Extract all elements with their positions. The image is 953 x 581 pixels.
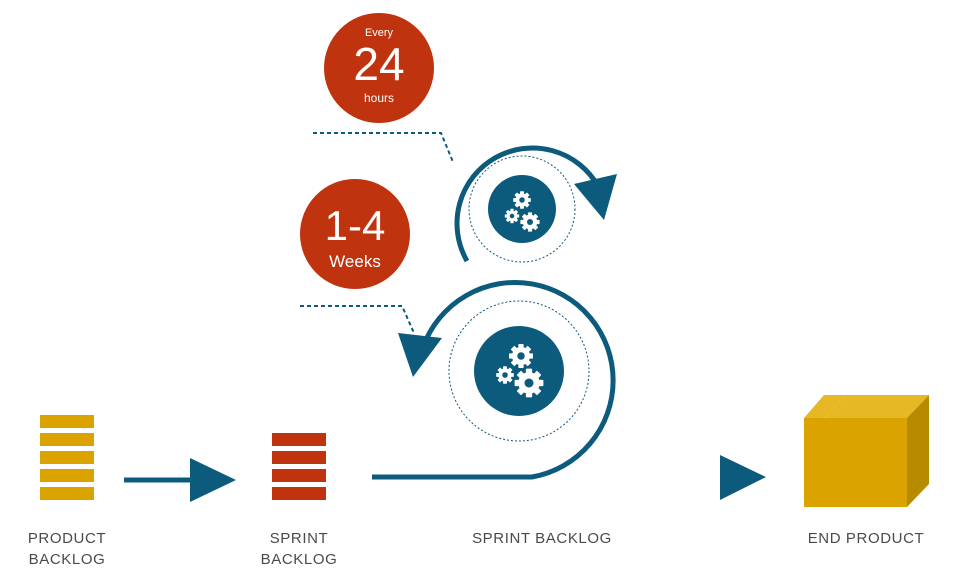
daily-loop-arrowhead — [574, 174, 617, 220]
product-backlog-label: PRODUCT BACKLOG — [12, 528, 122, 570]
product-backlog-stack — [40, 415, 94, 500]
sprint-loop-arrowhead — [398, 333, 442, 377]
daily-cycle-ring — [468, 155, 576, 263]
sprint-backlog-stack — [272, 433, 326, 500]
sprint-backlog-stack-label-line2: BACKLOG — [260, 551, 338, 568]
daily-loop — [454, 145, 601, 263]
daily-badge-suffix: hours — [363, 91, 395, 105]
gears-icon — [488, 175, 556, 243]
product-backlog-label-line2: BACKLOG — [28, 551, 106, 568]
box-icon — [804, 395, 929, 507]
sprint-badge — [300, 179, 410, 289]
end-product-label: END PRODUCT — [807, 530, 925, 547]
product-backlog-label-line1: PRODUCT — [27, 530, 107, 547]
sprint-backlog-stack-label-line1: SPRINT — [269, 530, 329, 547]
sprint-loop — [372, 280, 616, 480]
sprint-badge-value: 1-4 — [324, 202, 386, 249]
gears-icon — [474, 326, 564, 416]
daily-badge-value: 24 — [353, 38, 405, 90]
daily-connector — [313, 132, 454, 163]
daily-badge — [324, 13, 434, 123]
sprint-backlog-flow-label: SPRINT BACKLOG — [472, 530, 612, 547]
sprint-badge-suffix: Weeks — [329, 252, 381, 271]
arrow-product-to-sprint — [124, 458, 236, 502]
daily-badge-prefix: Every — [364, 27, 394, 39]
sprint-backlog-stack-label: SPRINT BACKLOG — [244, 528, 354, 570]
arrow-to-end-product — [720, 455, 766, 500]
sprint-connector — [300, 305, 415, 334]
sprint-cycle-ring — [448, 300, 590, 442]
